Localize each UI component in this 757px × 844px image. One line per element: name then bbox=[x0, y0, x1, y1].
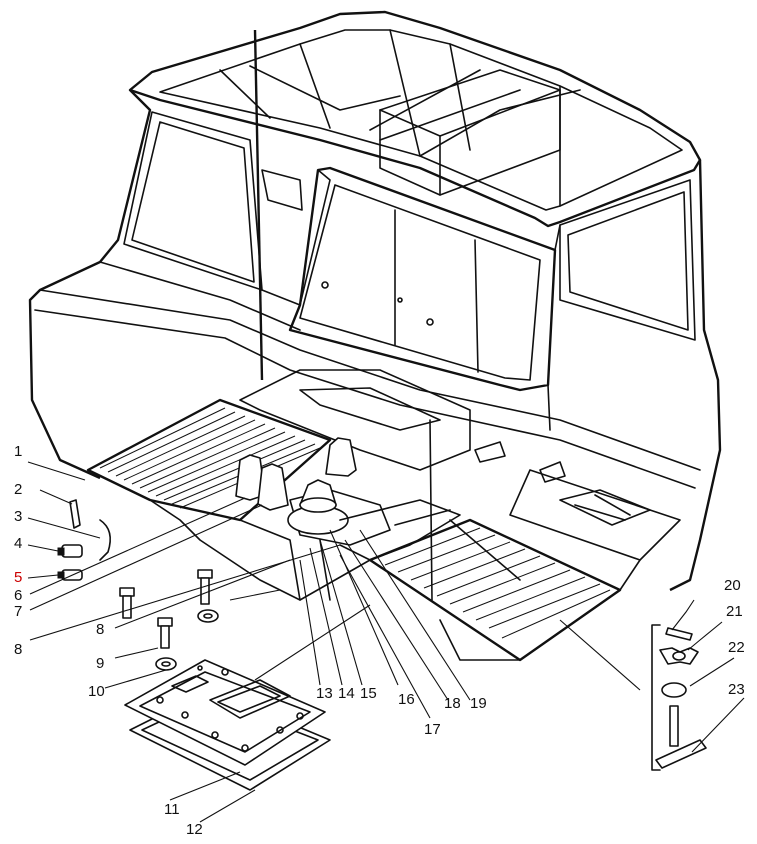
part-2-cotter-pin bbox=[69, 499, 81, 529]
parts-right bbox=[651, 624, 707, 771]
cab-left-side bbox=[28, 89, 152, 480]
label-9: 9 bbox=[96, 655, 104, 672]
engine-tunnel bbox=[239, 369, 471, 471]
label-2: 2 bbox=[14, 481, 22, 498]
label-13: 13 bbox=[316, 685, 333, 702]
part-4-rivet bbox=[57, 544, 83, 558]
part-9-bolt bbox=[157, 617, 173, 649]
cover-plate-assembly bbox=[124, 659, 331, 791]
part-23-t-bolt bbox=[655, 705, 707, 769]
label-8a: 8 bbox=[96, 621, 104, 638]
label-6: 6 bbox=[14, 587, 22, 604]
cab-body bbox=[28, 10, 722, 662]
part-21-wing-nut bbox=[659, 647, 699, 665]
label-22: 22 bbox=[728, 639, 745, 656]
label-19: 19 bbox=[470, 695, 487, 712]
label-18: 18 bbox=[444, 695, 461, 712]
roof-visor bbox=[379, 69, 561, 196]
part-3-clip bbox=[99, 519, 111, 561]
label-12: 12 bbox=[186, 821, 203, 838]
label-3: 3 bbox=[14, 508, 22, 525]
door-window bbox=[299, 184, 541, 381]
label-21: 21 bbox=[726, 603, 743, 620]
label-10: 10 bbox=[88, 683, 105, 700]
part-22-washer bbox=[661, 682, 687, 698]
cab-right-side bbox=[669, 159, 722, 592]
label-1: 1 bbox=[14, 443, 22, 460]
label-4: 4 bbox=[14, 535, 22, 552]
parts-left bbox=[57, 499, 219, 671]
label-5: 5 bbox=[14, 569, 22, 586]
door-frame bbox=[288, 166, 557, 392]
label-15: 15 bbox=[360, 685, 377, 702]
label-16: 16 bbox=[398, 691, 415, 708]
floor-mat-left bbox=[86, 398, 332, 522]
b-pillar bbox=[253, 29, 264, 381]
parts-bracket bbox=[651, 624, 661, 771]
label-8b: 8 bbox=[14, 641, 22, 658]
left-window bbox=[123, 111, 263, 291]
right-floor-panel bbox=[509, 469, 681, 561]
leader-lines bbox=[27, 461, 745, 823]
right-window bbox=[559, 179, 696, 341]
part-8-bolt-a bbox=[119, 587, 135, 619]
part-20-cotter-pin bbox=[665, 627, 693, 641]
part-11-cover-plate bbox=[124, 659, 326, 766]
label-17: 17 bbox=[424, 721, 441, 738]
floor-mat-right-ribs bbox=[384, 527, 611, 639]
roof-outline bbox=[128, 10, 702, 228]
part-8-bolt-b bbox=[197, 569, 213, 605]
gearshift-housing bbox=[287, 479, 461, 561]
part-5-pin bbox=[57, 569, 83, 581]
label-7: 7 bbox=[14, 603, 22, 620]
label-11: 11 bbox=[164, 801, 180, 818]
lever-boots bbox=[235, 437, 357, 511]
callout-labels: 1 2 3 4 5 6 7 8 8 9 10 11 12 13 14 15 16… bbox=[14, 443, 745, 838]
label-14: 14 bbox=[338, 685, 355, 702]
label-23: 23 bbox=[728, 681, 745, 698]
label-20: 20 bbox=[724, 577, 741, 594]
